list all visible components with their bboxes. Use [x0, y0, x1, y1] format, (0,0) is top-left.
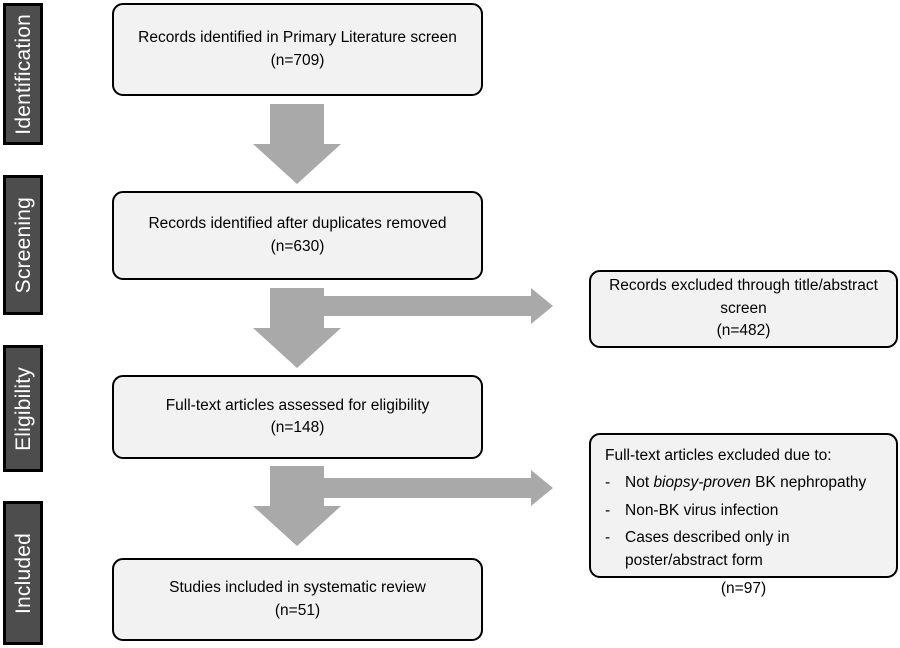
- stage-label-included: Included: [3, 501, 43, 645]
- box-fulltext-excluded: Full-text articles excluded due to: - No…: [589, 433, 898, 597]
- box-fulltext-assessed-text: Full-text articles assessed for eligibil…: [165, 396, 430, 414]
- bullet-dash-icon: -: [605, 501, 611, 519]
- arrow-head: [531, 470, 553, 506]
- exclusion-reason-item: - Non-BK virus infection: [605, 500, 882, 522]
- arrow-fulltext-to-excluded: [305, 470, 553, 506]
- box-fulltext-excluded-heading: Full-text articles excluded due to:: [605, 447, 832, 464]
- arrow-head: [253, 506, 341, 546]
- arrow-shaft: [270, 104, 324, 146]
- arrow-head: [531, 288, 553, 324]
- exclusion-reason-text: Non-BK virus infection: [625, 501, 779, 519]
- arrow-deduplicated-to-excluded: [305, 288, 553, 324]
- exclusion-reason-item: - Cases described only in poster/abstrac…: [605, 527, 882, 572]
- bullet-dash-icon: -: [605, 474, 611, 492]
- box-fulltext-excluded-count: (n=97): [720, 580, 767, 598]
- box-records-excluded-line2: screen: [720, 299, 767, 317]
- box-records-after-duplicates-text: Records identified after duplicates remo…: [148, 215, 447, 233]
- exclusion-reason-text: Not biopsy-proven BK nephropathy: [625, 472, 882, 494]
- box-records-after-duplicates-count: (n=630): [270, 237, 325, 255]
- box-records-excluded-count: (n=482): [716, 322, 771, 340]
- bullet-dash-icon: -: [605, 529, 611, 547]
- reason-post: BK nephropathy: [750, 474, 867, 492]
- reason-pre: Not: [625, 474, 654, 492]
- box-records-after-duplicates: Records identified after duplicates remo…: [112, 191, 483, 280]
- stage-label-eligibility: Eligibility: [3, 345, 43, 472]
- box-studies-included-text: Studies included in systematic review: [169, 579, 426, 597]
- box-records-identified: Records identified in Primary Literature…: [112, 3, 483, 96]
- box-fulltext-assessed-count: (n=148): [270, 419, 325, 436]
- box-records-identified-text: Records identified in Primary Literature…: [138, 29, 457, 47]
- arrow-identified-to-deduplicated: [253, 104, 341, 184]
- arrow-shaft: [305, 296, 531, 316]
- stage-label-screening: Screening: [3, 175, 43, 315]
- stage-label-identification: Identification: [3, 3, 43, 145]
- box-records-identified-count: (n=709): [270, 51, 325, 69]
- reason-emphasis: biopsy-proven: [653, 474, 751, 492]
- stage-label-identification-text: Identification: [11, 13, 35, 135]
- box-records-excluded-title-abstract: Records excluded through title/abstract …: [589, 270, 898, 348]
- stage-label-included-text: Included: [11, 532, 35, 614]
- box-studies-included-count: (n=51): [274, 601, 321, 619]
- arrow-shaft: [305, 478, 531, 498]
- box-studies-included: Studies included in systematic review (n…: [112, 558, 483, 641]
- stage-label-screening-text: Screening: [11, 196, 35, 294]
- arrow-head: [253, 144, 341, 184]
- stage-label-eligibility-text: Eligibility: [11, 366, 35, 451]
- box-fulltext-assessed: Full-text articles assessed for eligibil…: [112, 375, 483, 459]
- exclusion-reason-text: Cases described only in poster/abstract …: [625, 529, 790, 569]
- arrow-head: [253, 328, 341, 368]
- box-records-excluded-line1: Records excluded through title/abstract: [609, 277, 878, 295]
- exclusion-reason-item: - Not biopsy-proven BK nephropathy: [605, 472, 882, 494]
